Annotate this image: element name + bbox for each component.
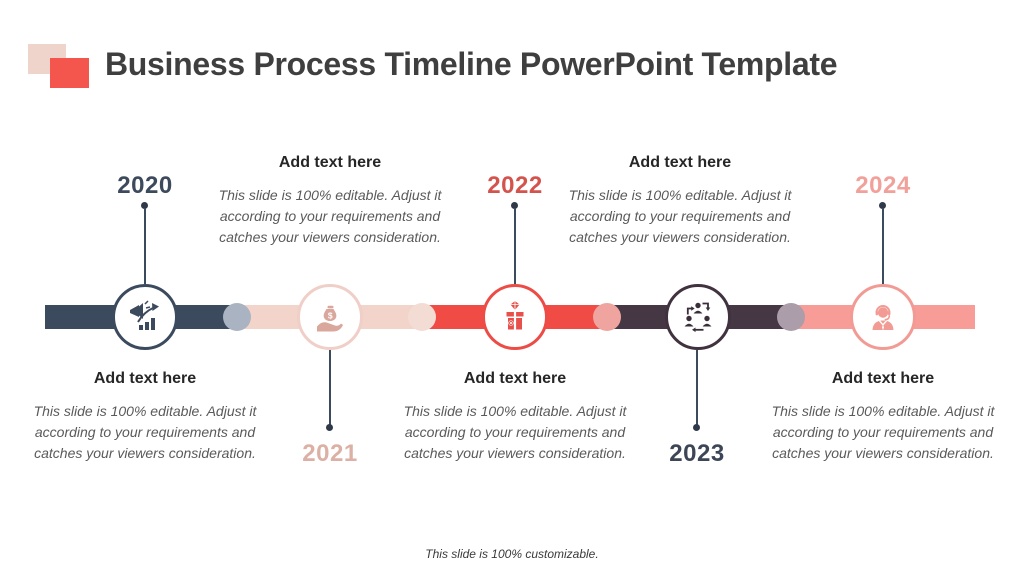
milestone-body: This slide is 100% editable. Adjust it a… — [218, 187, 442, 245]
milestone-body: This slide is 100% editable. Adjust it a… — [403, 403, 627, 461]
gift-box-icon — [497, 299, 533, 335]
milestone-heading: Add text here — [463, 370, 567, 387]
logo-front-square — [50, 58, 89, 88]
milestone-node-2022 — [482, 284, 548, 350]
year-label-2020: 2020 — [117, 172, 173, 199]
page-title: Business Process Timeline PowerPoint Tem… — [105, 46, 838, 82]
timeline-joint-cap — [777, 303, 805, 331]
year-label-2022: 2022 — [487, 172, 543, 199]
svg-text:$: $ — [328, 311, 333, 321]
connector-line — [696, 350, 698, 426]
connector-dot — [693, 424, 700, 431]
milestone-text-2021: Add text here This slide is 100% editabl… — [210, 154, 450, 248]
connector-line — [882, 208, 884, 284]
year-label-2021: 2021 — [302, 440, 358, 467]
milestone-heading: Add text here — [278, 154, 382, 171]
milestone-text-2020: Add text here This slide is 100% editabl… — [25, 370, 265, 464]
timeline-joint-cap — [593, 303, 621, 331]
connector-dot — [326, 424, 333, 431]
connector-line — [329, 350, 331, 426]
megaphone-growth-icon — [127, 299, 163, 335]
year-label-2023: 2023 — [669, 440, 725, 467]
milestone-node-2020 — [112, 284, 178, 350]
milestone-node-2023 — [665, 284, 731, 350]
milestone-body: This slide is 100% editable. Adjust it a… — [568, 187, 792, 245]
milestone-heading: Add text here — [93, 370, 197, 387]
milestone-body: This slide is 100% editable. Adjust it a… — [33, 403, 257, 461]
milestone-text-2023: Add text here This slide is 100% editabl… — [560, 154, 800, 248]
timeline-joint-cap — [223, 303, 251, 331]
connector-dot — [879, 202, 886, 209]
support-agent-icon — [865, 299, 901, 335]
milestone-text-2024: Add text here This slide is 100% editabl… — [763, 370, 1003, 464]
team-cycle-icon — [680, 299, 716, 335]
year-label-2024: 2024 — [855, 172, 911, 199]
timeline-joint-cap — [408, 303, 436, 331]
money-in-hand-icon: $ — [312, 299, 348, 335]
connector-dot — [511, 202, 518, 209]
milestone-heading: Add text here — [628, 154, 732, 171]
milestone-text-2022: Add text here This slide is 100% editabl… — [395, 370, 635, 464]
milestone-node-2024 — [850, 284, 916, 350]
milestone-heading: Add text here — [831, 370, 935, 387]
milestone-node-2021: $ — [297, 284, 363, 350]
connector-dot — [141, 202, 148, 209]
footer-note: This slide is 100% customizable. — [425, 547, 599, 561]
connector-line — [144, 208, 146, 284]
connector-line — [514, 208, 516, 284]
milestone-body: This slide is 100% editable. Adjust it a… — [771, 403, 995, 461]
